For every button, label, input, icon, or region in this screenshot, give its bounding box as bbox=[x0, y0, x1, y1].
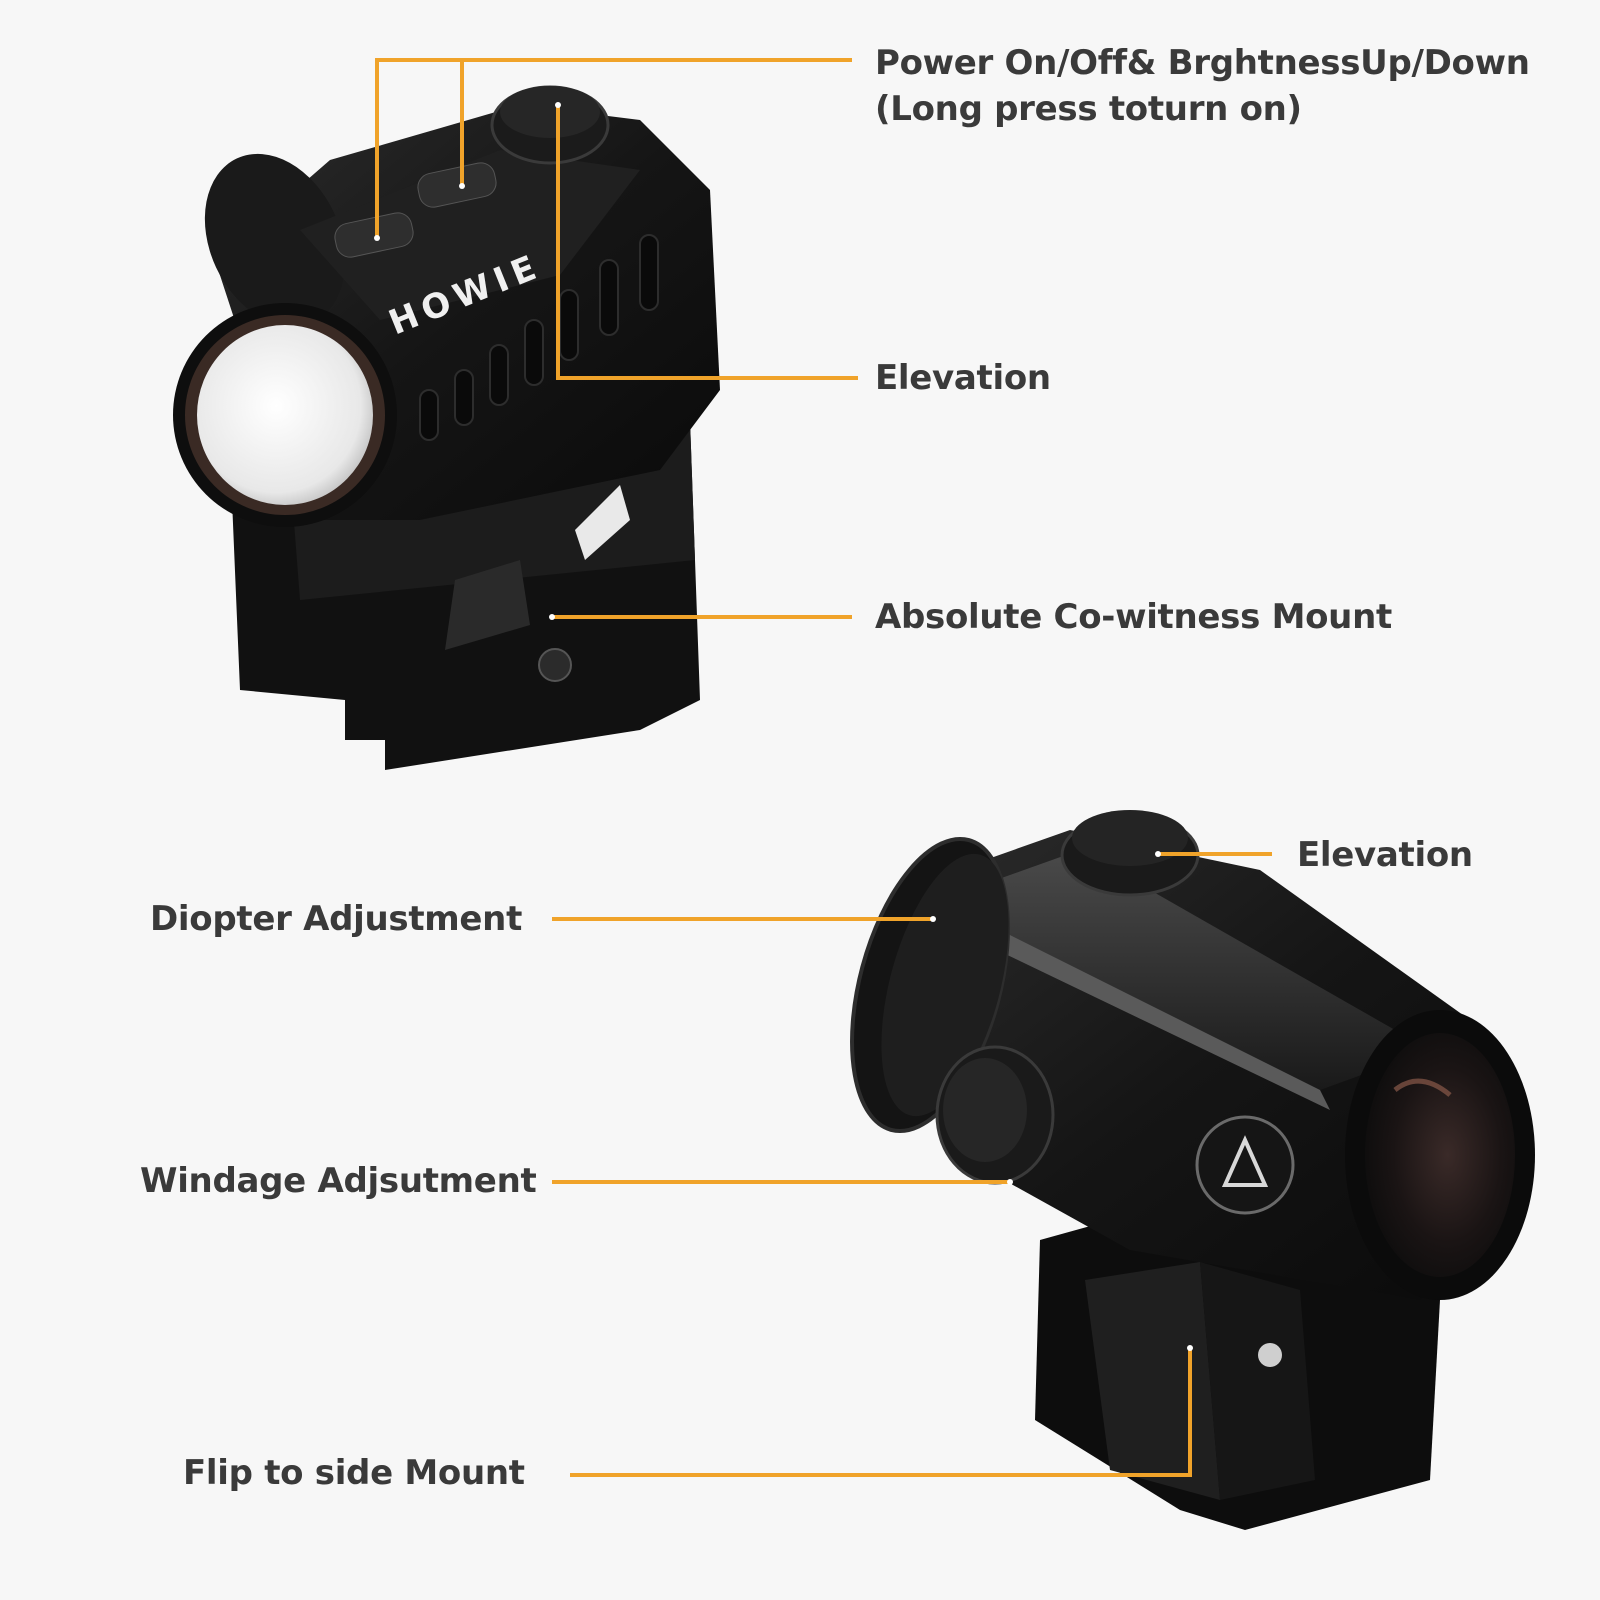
label-flip-mount: Flip to side Mount bbox=[183, 1453, 525, 1493]
label-elevation-bottom: Elevation bbox=[1297, 835, 1473, 875]
front-lens bbox=[197, 325, 373, 505]
label-power-brightness: Power On/Off& BrghtnessUp/Down (Long pre… bbox=[875, 40, 1530, 132]
logo-emblem-icon bbox=[1195, 1115, 1295, 1215]
pivot-pin-icon bbox=[1258, 1343, 1282, 1367]
label-absolute-mount: Absolute Co-witness Mount bbox=[875, 597, 1392, 637]
mount-screw-icon bbox=[538, 648, 572, 682]
magnifier-lens bbox=[1365, 1033, 1515, 1277]
label-power-line1: Power On/Off& BrghtnessUp/Down bbox=[875, 43, 1530, 83]
brightness-button bbox=[417, 162, 497, 208]
leader-power bbox=[375, 58, 852, 238]
label-elevation-top: Elevation bbox=[875, 358, 1051, 398]
power-button bbox=[334, 212, 414, 258]
magnifier bbox=[850, 810, 1535, 1530]
label-diopter: Diopter Adjustment bbox=[150, 899, 523, 939]
leader-flip-mount bbox=[570, 1348, 1192, 1477]
leader-endpoints bbox=[374, 102, 1193, 1351]
label-power-line2: (Long press toturn on) bbox=[875, 89, 1302, 129]
label-windage: Windage Adjsutment bbox=[140, 1161, 537, 1201]
leader-lines bbox=[375, 58, 1272, 1477]
red-dot-sight: HOWIE bbox=[173, 85, 720, 770]
leader-elevation-top bbox=[556, 105, 858, 380]
